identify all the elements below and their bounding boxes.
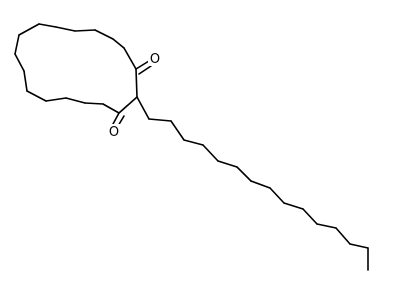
atom-label-layer: O O bbox=[107, 51, 161, 140]
ring-bond bbox=[14, 34, 20, 55]
ring-bond bbox=[45, 97, 67, 102]
ring-bond bbox=[102, 103, 120, 114]
side-chain-bond bbox=[236, 166, 252, 182]
double-bond bbox=[138, 65, 152, 75]
side-chain-bond bbox=[302, 208, 318, 225]
ring-bond bbox=[14, 53, 25, 72]
side-chain-bond bbox=[136, 96, 150, 120]
side-chain-bond bbox=[335, 227, 351, 245]
side-chain-bond bbox=[283, 202, 304, 210]
oxygen-label-top: O bbox=[150, 52, 160, 67]
bond-layer bbox=[14, 23, 369, 271]
side-chain-bond bbox=[170, 120, 185, 141]
side-chain-bond bbox=[269, 187, 285, 204]
oxygen-label-bg bbox=[148, 51, 161, 66]
ring-bond bbox=[118, 96, 138, 114]
ring-bond bbox=[38, 23, 57, 28]
ring-bond bbox=[112, 38, 125, 49]
ring-bond bbox=[18, 23, 40, 36]
side-chain-bond bbox=[217, 160, 238, 168]
oxygen-label-bottom: O bbox=[109, 125, 119, 140]
ring-bond bbox=[23, 70, 28, 92]
double-bond bbox=[135, 60, 150, 70]
side-chain-bond bbox=[316, 223, 337, 229]
oxygen-label-bg bbox=[107, 124, 120, 139]
side-chain-bond bbox=[349, 243, 369, 249]
ring-bond bbox=[74, 29, 96, 32]
double-bond bbox=[112, 112, 120, 125]
ring-bond bbox=[55, 26, 76, 32]
ring-bond bbox=[26, 90, 47, 102]
side-chain-bond bbox=[148, 118, 172, 122]
side-chain-bond bbox=[250, 180, 271, 189]
ring-bond bbox=[123, 47, 137, 70]
ring-bond bbox=[84, 102, 104, 105]
ring-bond bbox=[94, 29, 114, 40]
ring-bond bbox=[135, 68, 138, 98]
ring-bond bbox=[65, 97, 86, 104]
side-chain-bond bbox=[202, 144, 219, 162]
side-chain-bond bbox=[183, 139, 204, 146]
